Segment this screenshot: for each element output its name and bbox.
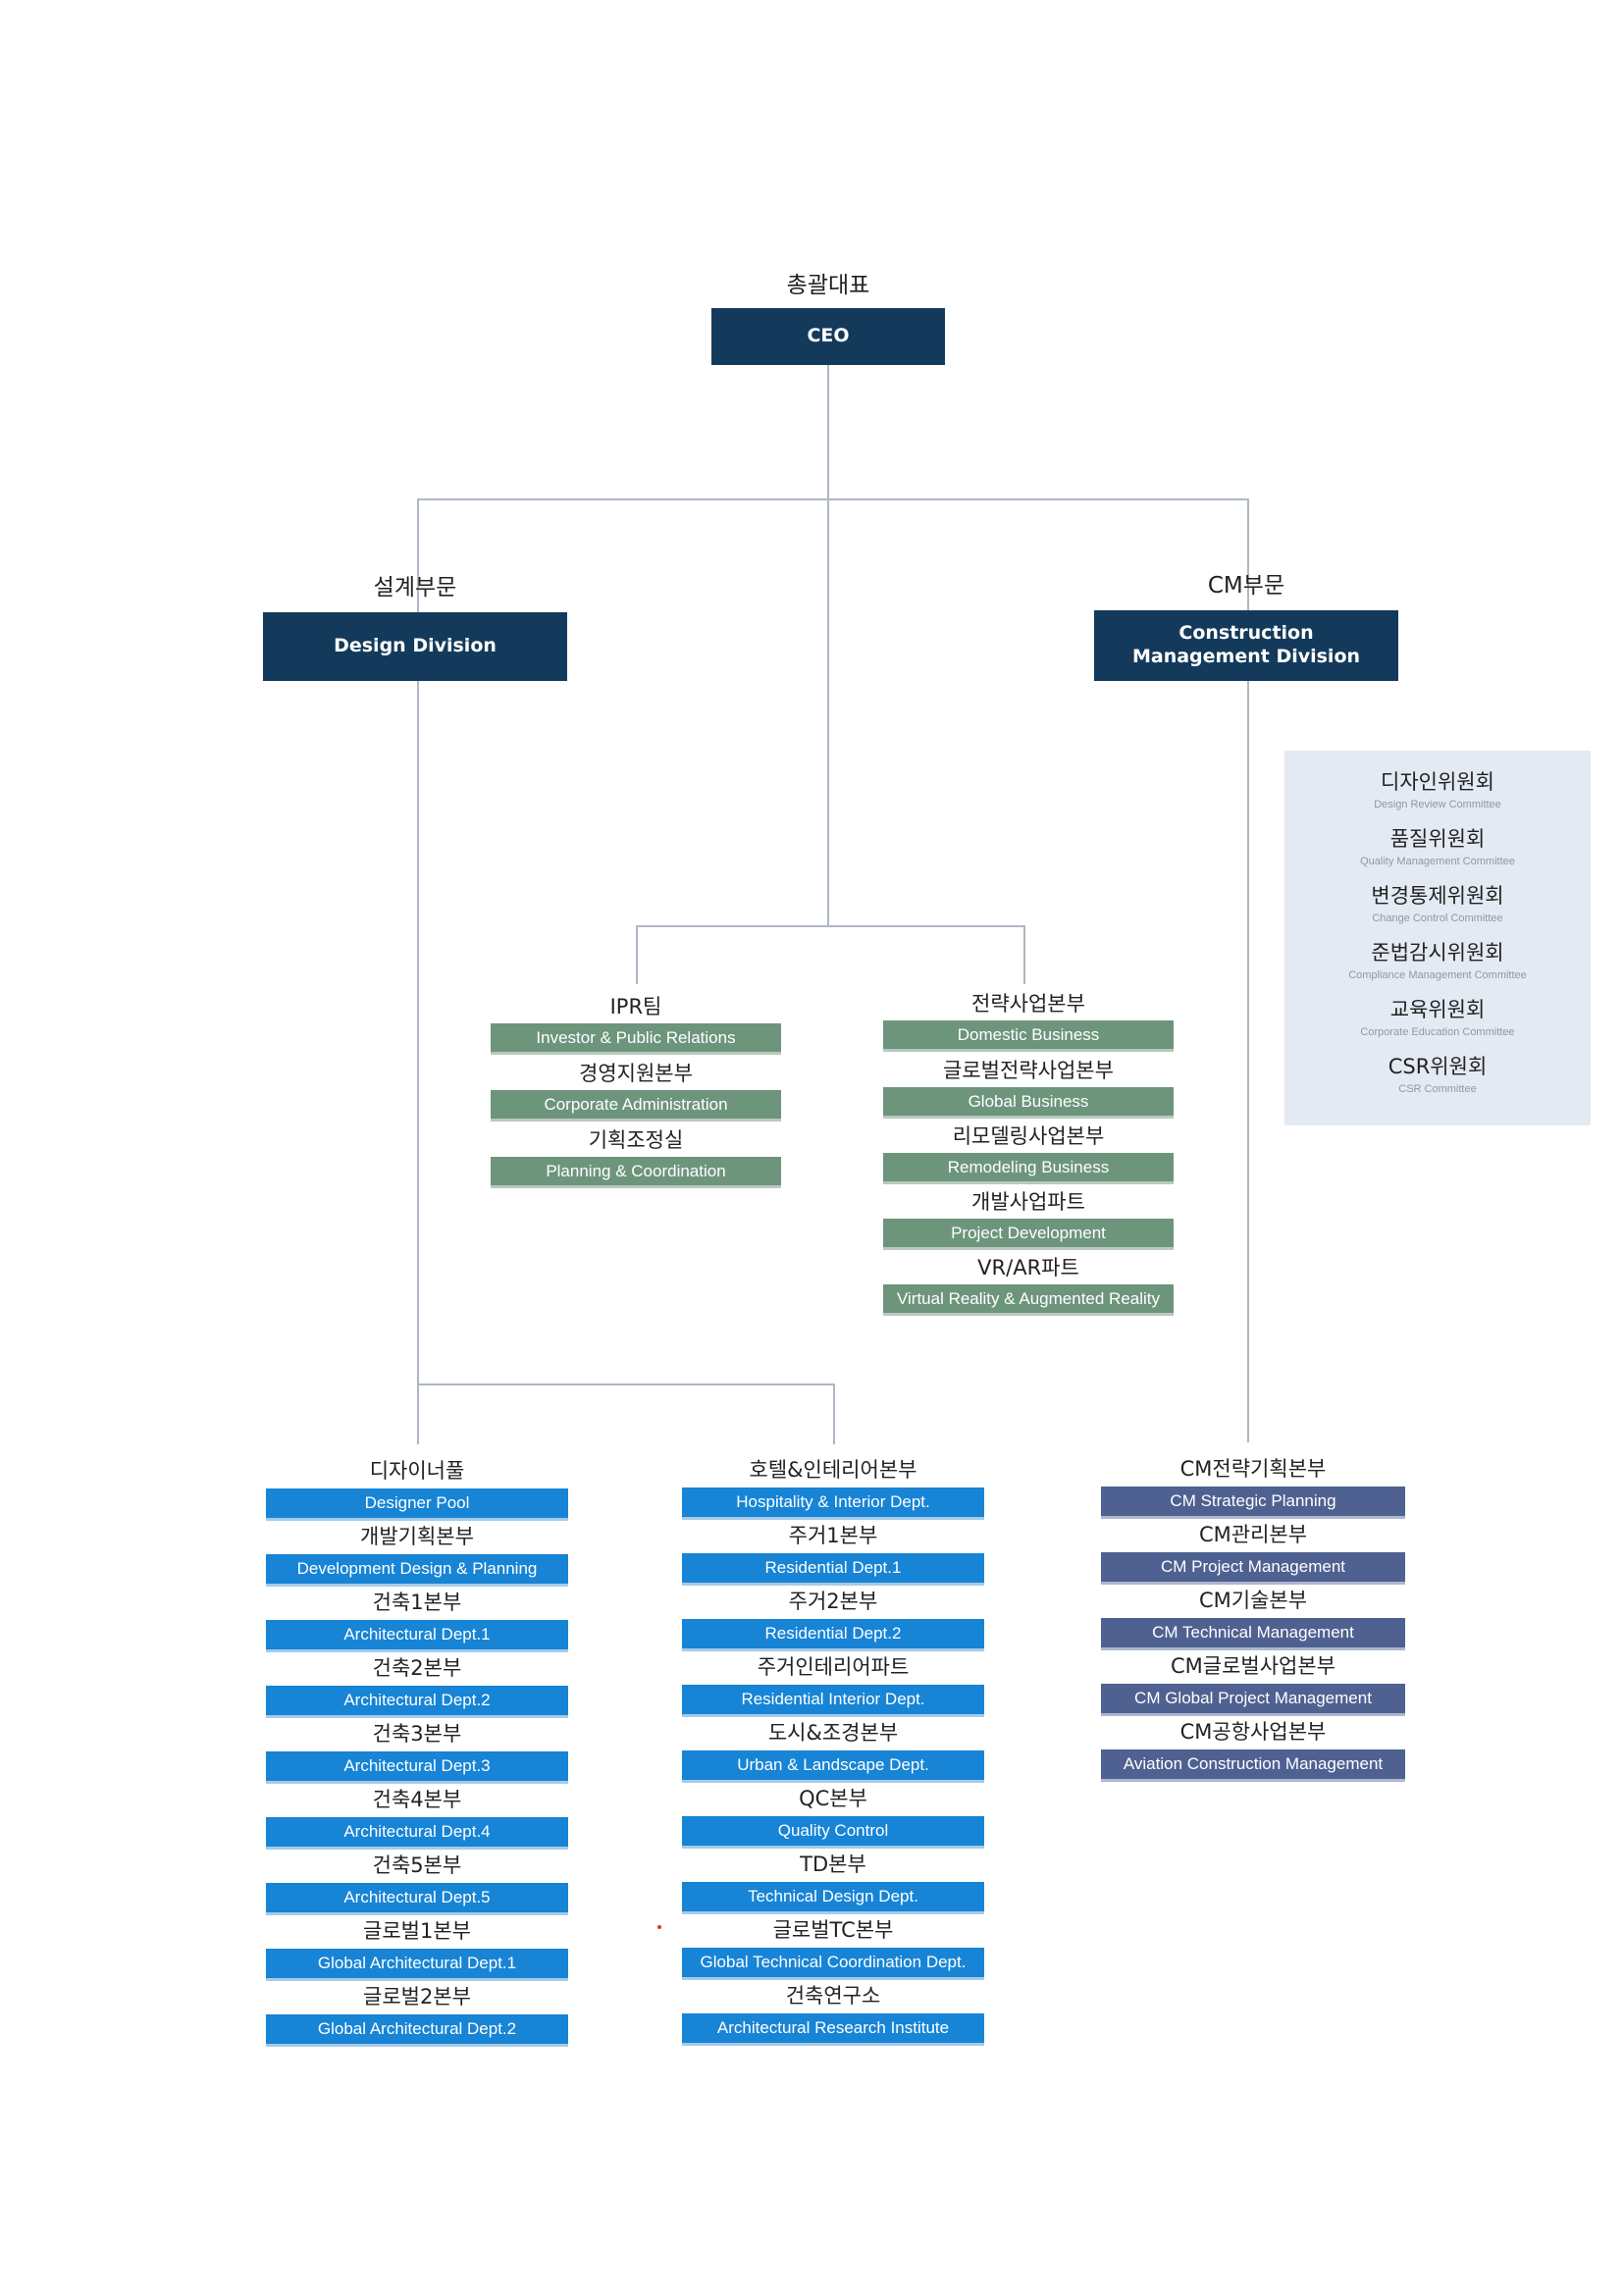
design-dept-box: Architectural Research Institute <box>682 2013 984 2046</box>
committee-name-en: CSR Committee <box>1398 1083 1477 1095</box>
cm-dept-box: CM Global Project Management <box>1101 1684 1405 1716</box>
business-unit-name-ko: 개발사업파트 <box>971 1190 1085 1214</box>
design-dept-name-ko: QC본부 <box>799 1787 867 1810</box>
design-dept-box: Architectural Dept.4 <box>266 1817 568 1850</box>
staff-unit-name-ko: IPR팀 <box>609 995 662 1018</box>
committee-name-en: Compliance Management Committee <box>1348 969 1527 981</box>
design-dept-name-ko: 글로벌TC본부 <box>772 1918 894 1942</box>
design-dept-name-ko: 개발기획본부 <box>360 1525 474 1548</box>
committee-name-en: Corporate Education Committee <box>1360 1026 1515 1038</box>
connector-design-drop <box>417 498 419 614</box>
design-dept-name-ko: 주거1본부 <box>788 1524 878 1547</box>
connector-staff-left-drop <box>636 925 638 984</box>
connector-design-bar <box>417 1383 835 1385</box>
cm-dept-name-ko: CM기술본부 <box>1198 1589 1308 1612</box>
design-dept-name-ko: 건축연구소 <box>785 1984 881 2008</box>
committee-name-ko: 교육위원회 <box>1389 998 1486 1021</box>
committee-name-ko: 디자인위원회 <box>1381 770 1494 794</box>
design-dept-box: Architectural Dept.1 <box>266 1620 568 1652</box>
ceo-title-ko: 총괄대표 <box>786 273 870 298</box>
business-unit-name-ko: 글로벌전략사업본부 <box>943 1059 1114 1082</box>
design-dept-name-ko: 도시&조경본부 <box>767 1721 899 1745</box>
connector-design-trunk <box>417 681 419 1444</box>
business-unit-box: Remodeling Business <box>883 1153 1174 1184</box>
committee-name-en: Design Review Committee <box>1374 799 1501 810</box>
staff-unit-name-ko: 기획조정실 <box>588 1128 684 1152</box>
design-dept-box: Global Architectural Dept.2 <box>266 2014 568 2047</box>
design-dept-name-ko: 건축5본부 <box>372 1853 462 1877</box>
committee-name-en: Quality Management Committee <box>1360 856 1515 867</box>
connector-design-col2-drop <box>833 1383 835 1444</box>
committee-panel: 디자인위원회 Design Review Committee 품질위원회 Qua… <box>1284 751 1591 1125</box>
design-dept-name-ko: 건축4본부 <box>372 1788 462 1811</box>
design-dept-name-ko: 건축2본부 <box>372 1656 462 1680</box>
design-dept-name-ko: 건축3본부 <box>372 1722 462 1746</box>
business-unit-box: Domestic Business <box>883 1020 1174 1052</box>
committee-name-en: Change Control Committee <box>1372 913 1503 924</box>
ceo-box: CEO <box>711 308 945 365</box>
design-dept-box: Architectural Dept.2 <box>266 1686 568 1718</box>
business-unit-box: Project Development <box>883 1219 1174 1250</box>
staff-unit-box: Investor & Public Relations <box>491 1023 781 1055</box>
business-unit-box: Virtual Reality & Augmented Reality <box>883 1284 1174 1316</box>
business-unit-name-ko: 리모델링사업본부 <box>952 1124 1105 1148</box>
committee-name-ko: CSR위원회 <box>1387 1055 1488 1078</box>
design-dept-box: Residential Interior Dept. <box>682 1685 984 1717</box>
design-dept-box: Quality Control <box>682 1816 984 1849</box>
design-dept-name-ko: 건축1본부 <box>372 1591 462 1614</box>
connector-ceo-trunk <box>827 365 829 926</box>
business-unit-box: Global Business <box>883 1087 1174 1119</box>
design-dept-box: Hospitality & Interior Dept. <box>682 1487 984 1520</box>
design-dept-box: Development Design & Planning <box>266 1554 568 1587</box>
staff-unit-box: Planning & Coordination <box>491 1157 781 1188</box>
cm-division-box: Construction Management Division <box>1094 610 1398 681</box>
design-dept-box: Global Architectural Dept.1 <box>266 1949 568 1981</box>
committee-name-ko: 품질위원회 <box>1389 827 1486 851</box>
business-unit-name-ko: 전략사업본부 <box>971 992 1085 1016</box>
cm-dept-box: CM Project Management <box>1101 1552 1405 1585</box>
design-dept-box: Designer Pool <box>266 1488 568 1521</box>
committee-name-ko: 변경통제위원회 <box>1371 884 1504 908</box>
design-dept-name-ko: 디자이너풀 <box>369 1459 465 1483</box>
connector-staff-bar <box>636 925 1025 927</box>
design-dept-box: Urban & Landscape Dept. <box>682 1750 984 1783</box>
staff-unit-name-ko: 경영지원본부 <box>579 1062 693 1085</box>
cm-dept-name-ko: CM전략기획본부 <box>1179 1457 1327 1481</box>
cm-dept-name-ko: CM글로벌사업본부 <box>1170 1654 1336 1678</box>
cm-dept-box: Aviation Construction Management <box>1101 1749 1405 1782</box>
design-dept-name-ko: TD본부 <box>800 1852 866 1876</box>
connector-division-bar <box>417 498 1249 500</box>
design-dept-name-ko: 주거2본부 <box>788 1590 878 1613</box>
scan-speck <box>657 1925 661 1929</box>
cm-dept-name-ko: CM관리본부 <box>1198 1523 1308 1546</box>
design-dept-box: Architectural Dept.3 <box>266 1751 568 1784</box>
staff-unit-box: Corporate Administration <box>491 1090 781 1122</box>
design-dept-box: Residential Dept.1 <box>682 1553 984 1586</box>
design-dept-box: Residential Dept.2 <box>682 1619 984 1651</box>
connector-staff-right-drop <box>1023 925 1025 984</box>
cm-division-title-ko: CM부문 <box>1207 573 1285 599</box>
cm-dept-box: CM Strategic Planning <box>1101 1487 1405 1519</box>
connector-cm-drop <box>1247 498 1249 614</box>
connector-cm-trunk <box>1247 681 1249 1442</box>
design-dept-box: Global Technical Coordination Dept. <box>682 1948 984 1980</box>
cm-dept-box: CM Technical Management <box>1101 1618 1405 1650</box>
design-division-title-ko: 설계부문 <box>373 575 457 600</box>
cm-dept-name-ko: CM공항사업본부 <box>1179 1720 1327 1744</box>
design-dept-name-ko: 주거인테리어파트 <box>757 1655 910 1679</box>
design-division-box: Design Division <box>263 612 567 681</box>
design-dept-box: Architectural Dept.5 <box>266 1883 568 1915</box>
design-dept-box: Technical Design Dept. <box>682 1882 984 1914</box>
business-unit-name-ko: VR/AR파트 <box>977 1256 1079 1279</box>
design-dept-name-ko: 호텔&인테리어본부 <box>749 1458 917 1482</box>
committee-name-ko: 준법감시위원회 <box>1371 941 1504 965</box>
design-dept-name-ko: 글로벌2본부 <box>363 1985 471 2009</box>
design-dept-name-ko: 글로벌1본부 <box>363 1919 471 1943</box>
